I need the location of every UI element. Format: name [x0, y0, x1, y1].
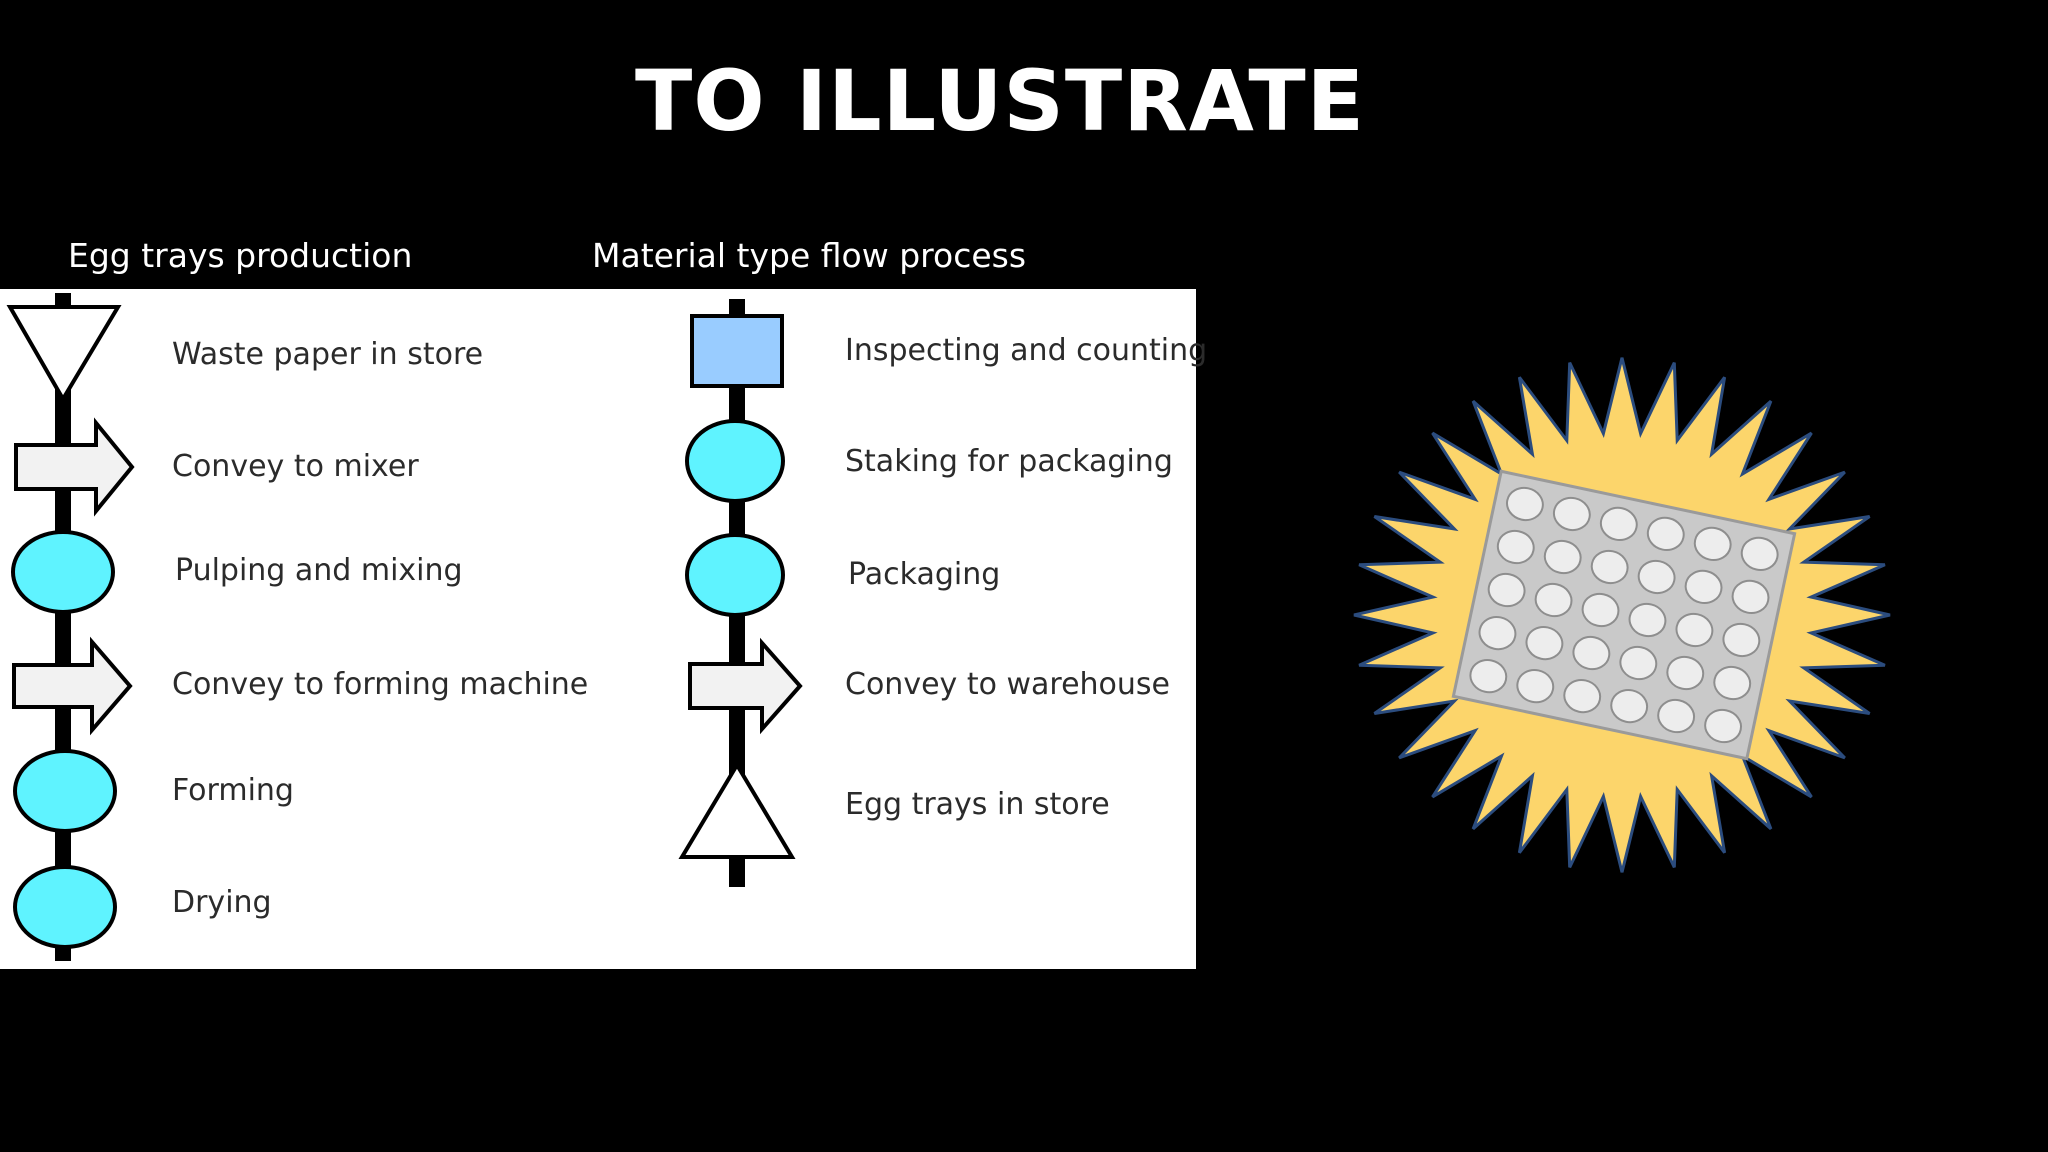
- flow-diagram-panel: Waste paper in store Convey to mixer Pul…: [0, 289, 1207, 969]
- egg-tray-cups-icon: [1469, 486, 1779, 744]
- egg-cup-icon: [1581, 592, 1620, 628]
- egg-cup-icon: [1693, 526, 1732, 561]
- slide-title: TO ILLUSTRATE: [634, 52, 1366, 150]
- egg-cup-icon: [1740, 536, 1779, 571]
- step-label: Convey to mixer: [172, 449, 419, 484]
- egg-cup-icon: [1646, 516, 1685, 552]
- egg-cup-icon: [1543, 539, 1582, 575]
- step-label: Staking for packaging: [845, 444, 1173, 479]
- operation-circle-icon: [11, 530, 115, 614]
- operation-circle-icon: [13, 749, 117, 833]
- storage-triangle-down-icon: [6, 305, 122, 403]
- egg-cup-icon: [1496, 529, 1535, 565]
- egg-cup-icon: [1637, 559, 1676, 595]
- step-label: Egg trays in store: [845, 787, 1110, 822]
- egg-cup-icon: [1525, 625, 1564, 661]
- flow-diagram-svg: [6, 293, 803, 961]
- egg-cup-icon: [1599, 506, 1638, 542]
- egg-cup-icon: [1534, 582, 1573, 618]
- storage-triangle-up-icon: [678, 761, 796, 859]
- step-label: Convey to warehouse: [845, 667, 1170, 702]
- step-label: Waste paper in store: [172, 337, 484, 372]
- egg-cup-icon: [1487, 572, 1526, 608]
- egg-cup-icon: [1675, 612, 1714, 648]
- egg-cup-icon: [1722, 622, 1761, 658]
- egg-tray-starburst: [1334, 350, 1910, 885]
- step-label: Packaging: [848, 557, 1001, 592]
- caption-material-flow-process: Material type flow process: [592, 236, 1027, 275]
- operation-circle-icon: [13, 865, 117, 949]
- egg-cup-icon: [1713, 665, 1752, 701]
- egg-cup-icon: [1666, 655, 1705, 691]
- egg-cup-icon: [1590, 549, 1629, 585]
- egg-cup-icon: [1657, 698, 1696, 734]
- inspection-square-icon: [690, 314, 784, 388]
- step-label: Convey to forming machine: [172, 667, 589, 702]
- egg-cup-icon: [1506, 486, 1544, 522]
- egg-cup-icon: [1704, 708, 1742, 744]
- starburst-svg: [1353, 357, 1891, 873]
- egg-cup-icon: [1684, 569, 1723, 605]
- egg-cup-icon: [1478, 615, 1517, 651]
- transport-arrow-icon: [14, 417, 135, 517]
- egg-tray-photo-icon: [1451, 469, 1797, 761]
- step-label: Forming: [172, 773, 294, 808]
- egg-cup-icon: [1516, 669, 1555, 704]
- egg-cup-icon: [1610, 688, 1649, 724]
- caption-egg-trays-production: Egg trays production: [68, 236, 413, 275]
- egg-cup-icon: [1731, 579, 1770, 615]
- egg-cup-icon: [1552, 496, 1591, 532]
- step-label: Pulping and mixing: [175, 553, 463, 588]
- step-label: Drying: [172, 885, 272, 920]
- egg-cup-icon: [1563, 678, 1602, 714]
- step-label: Inspecting and counting: [845, 333, 1208, 368]
- egg-cup-icon: [1628, 602, 1667, 638]
- transport-arrow-icon: [688, 637, 803, 735]
- transport-arrow-icon: [12, 636, 133, 736]
- operation-circle-icon: [685, 533, 785, 617]
- egg-cup-icon: [1619, 645, 1658, 681]
- operation-circle-icon: [685, 419, 785, 503]
- egg-cup-icon: [1469, 659, 1508, 694]
- egg-cup-icon: [1572, 635, 1611, 671]
